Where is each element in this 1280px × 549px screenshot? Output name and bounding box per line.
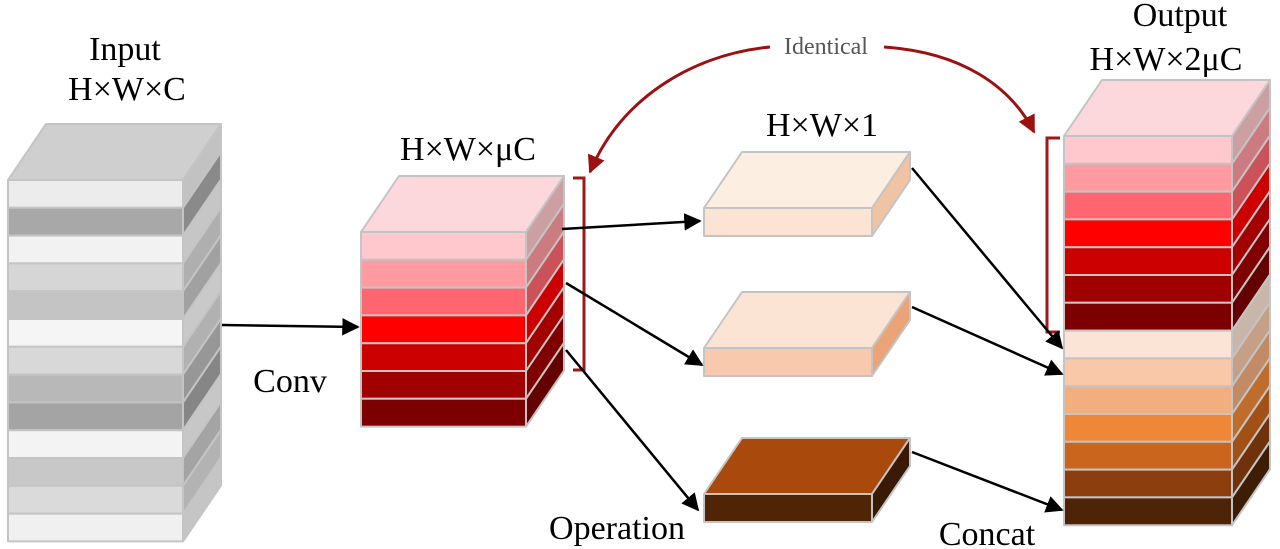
slice-channel-2 <box>703 291 911 377</box>
arrow-mid-to-operation <box>565 349 700 512</box>
concat-label: Concat <box>939 516 1036 549</box>
layer-front <box>1063 162 1233 193</box>
layer-front <box>1063 385 1233 415</box>
layer-front <box>1063 413 1233 443</box>
layer-front <box>7 512 184 543</box>
layer-front <box>360 314 527 345</box>
layer-front <box>7 290 184 320</box>
arrow-mid-to-slice2 <box>565 281 704 367</box>
slab-front <box>703 207 873 237</box>
layer-front <box>1063 246 1233 276</box>
output-title: Output <box>1133 0 1228 34</box>
slice-dims: H×W×1 <box>766 107 878 144</box>
input-dims: H×W×C <box>68 71 186 108</box>
identical-label: Identical <box>784 34 868 60</box>
slab-front <box>703 347 873 377</box>
layer-front <box>7 401 184 432</box>
layer-front <box>1063 135 1233 165</box>
slice-channel-1 <box>703 151 911 237</box>
output-feature-block <box>1063 79 1271 527</box>
layer-front <box>360 231 527 261</box>
layer-side <box>1231 440 1271 527</box>
operation-label: Operation <box>549 510 685 547</box>
layer-front <box>360 258 527 289</box>
layer-front <box>7 179 184 209</box>
arrow-mid-to-slice1 <box>561 213 702 231</box>
slab-front <box>703 493 873 523</box>
layer-front <box>1063 468 1233 499</box>
input-title: Input <box>89 31 161 68</box>
layer-front <box>7 429 184 459</box>
layer-front <box>1063 357 1233 388</box>
layer-front <box>7 234 184 265</box>
layer-front <box>1063 440 1233 471</box>
mid-dims: H×W×μC <box>400 131 536 168</box>
layer-front <box>1063 190 1233 221</box>
layer-front <box>360 342 527 372</box>
layer-front <box>1063 274 1233 304</box>
conv-feature-block <box>360 175 565 428</box>
layer-front <box>1063 329 1233 360</box>
layer-front <box>7 345 184 376</box>
layer-front <box>7 457 184 487</box>
layer-front <box>7 262 184 293</box>
output-bracket <box>1045 136 1060 334</box>
slab-side <box>871 291 911 377</box>
layer-front <box>7 373 184 404</box>
arrow-input-to-conv <box>221 318 360 336</box>
output-dims: H×W×2μC <box>1090 41 1243 78</box>
layer-front <box>1063 218 1233 249</box>
arrow-slice1-to-output <box>911 167 1064 350</box>
layer-front <box>360 370 527 400</box>
arrow-operation-to-output <box>911 450 1064 513</box>
conv-label: Conv <box>253 363 327 400</box>
layer-front <box>7 206 184 237</box>
identical-arrow-right <box>883 45 1036 134</box>
identical-arrow-left <box>587 45 771 174</box>
layer-front <box>7 484 184 515</box>
layer-front <box>360 286 527 317</box>
arrow-slice2-to-output <box>911 305 1064 376</box>
mid-bracket <box>573 176 586 372</box>
layer-front <box>1063 301 1233 332</box>
input-feature-block <box>7 123 222 543</box>
operation-slice <box>703 437 911 523</box>
slab-side <box>871 151 911 237</box>
layer-side <box>182 456 222 543</box>
layer-front <box>7 318 184 348</box>
slab-side <box>871 437 911 523</box>
layer-front <box>1063 496 1233 527</box>
layer-side <box>525 341 565 428</box>
layer-front <box>360 397 527 428</box>
